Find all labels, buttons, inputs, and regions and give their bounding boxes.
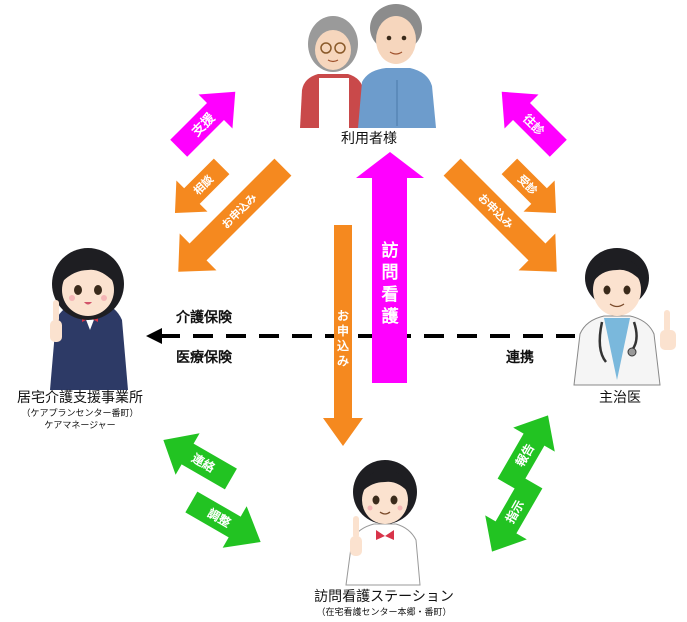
cooperation-label: 連携 [506, 349, 534, 366]
nursing-station-label: 訪問看護ステーション [314, 589, 454, 605]
vertical-char: 護 [382, 306, 400, 327]
user-illustration [300, 4, 436, 128]
care-manager-illustration [50, 248, 128, 390]
vertical-char: 看 [381, 284, 399, 305]
vertical-char: お [337, 309, 349, 323]
care-manager-sub1: （ケアプランセンター番町） [21, 407, 138, 419]
arrow-visit-nursing-label: 訪問看護 [381, 240, 400, 327]
care-manager-label: 居宅介護支援事業所 [17, 390, 143, 406]
arrow-apply-left: お申込み [178, 158, 292, 272]
nurse-illustration [345, 460, 421, 586]
arrow-apply-center-vertical-label: お申込み [337, 309, 349, 368]
arrow-adjust: 調整 [185, 491, 261, 548]
dashed-arrowhead-left [146, 328, 162, 344]
nursing-station-sub1: （在宅看護センター本郷・番町） [316, 606, 451, 618]
arrow-apply-right: お申込み [443, 158, 557, 272]
care-manager-sub2: ケアマネージャー [44, 420, 115, 431]
arrow-contact: 連絡 [163, 433, 237, 490]
arrow-support: 支援 [170, 91, 236, 157]
arrow-apply-center: お申込み [323, 225, 363, 446]
vertical-char: 問 [382, 263, 399, 283]
vertical-char: み [337, 354, 349, 368]
vertical-char: 申 [337, 323, 349, 338]
arrow-house-call: 往診 [501, 91, 567, 157]
user-label: 利用者様 [341, 131, 397, 147]
dashed-connection-line [146, 328, 575, 344]
doctor-illustration [573, 248, 676, 386]
care-insurance-label: 介護保険 [175, 309, 233, 326]
arrow-visit-nursing [356, 152, 424, 383]
vertical-char: 込 [337, 338, 349, 353]
doctor-label: 主治医 [599, 390, 641, 406]
medical-insurance-label: 医療保険 [176, 349, 233, 366]
vertical-char: 訪 [382, 240, 399, 261]
